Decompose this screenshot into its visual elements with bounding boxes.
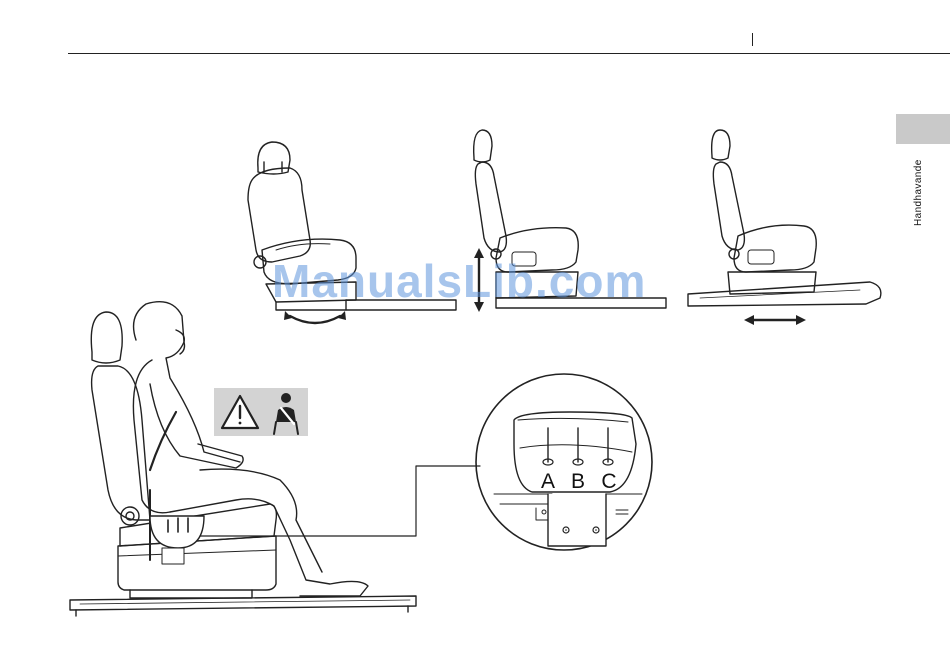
warning-icons <box>214 388 308 436</box>
watermark-text: ManualsLib.com <box>272 254 646 308</box>
main-base <box>118 536 276 590</box>
mount-plate <box>548 494 606 546</box>
seated-occupant-figure <box>70 302 416 616</box>
callout-label-a: A <box>541 470 555 493</box>
rotate-arrow-icon <box>290 316 340 323</box>
seat1-backrest <box>248 168 310 262</box>
callout-leader <box>200 466 480 536</box>
seat3-levers <box>748 250 774 264</box>
main-seatbelt <box>150 412 176 470</box>
main-headrest <box>91 312 122 363</box>
seat-slide-figure <box>688 130 881 325</box>
detail-callout: A B C <box>476 374 652 550</box>
main-rail <box>70 596 416 610</box>
seat2-backrest <box>475 162 506 252</box>
callout-label-b: B <box>571 470 585 493</box>
seat3-headrest <box>712 130 730 160</box>
seat3-backrest <box>713 162 744 250</box>
seat3-cushion <box>734 225 816 272</box>
seat2-headrest <box>474 130 492 162</box>
callout-label-c: C <box>601 470 616 493</box>
occupant-legs <box>200 469 322 572</box>
occupant-head-torso <box>134 302 240 462</box>
